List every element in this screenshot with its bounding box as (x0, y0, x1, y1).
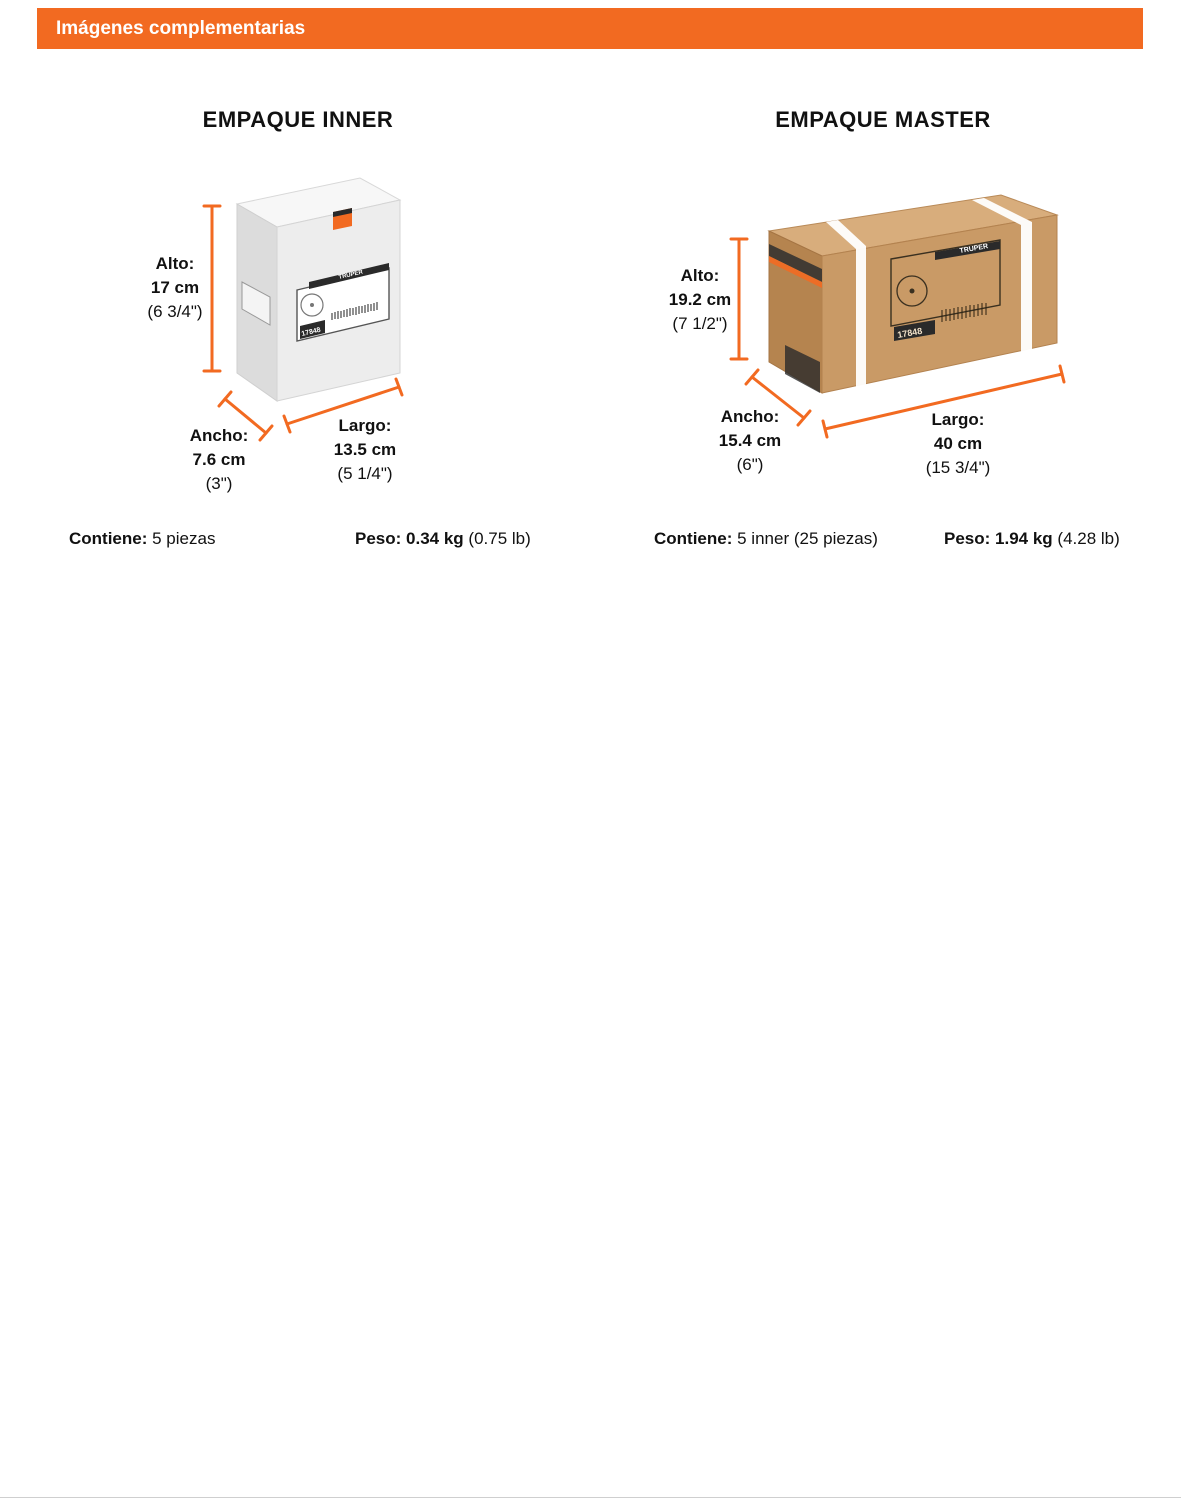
inner-title: EMPAQUE INNER (202, 107, 394, 132)
master-largo-metric: 40 cm (933, 434, 983, 453)
inner-dimension-lines (202, 204, 404, 442)
master-ancho-metric: 15.4 cm (718, 431, 782, 450)
inner-largo-imperial: (5 1/4") (337, 464, 393, 483)
master-ancho-imperial: (6") (736, 455, 764, 474)
master-dimension-lines (729, 237, 1066, 439)
master-largo-imperial: (15 3/4") (925, 458, 991, 477)
master-alto-metric: 19.2 cm (668, 290, 732, 309)
inner-largo-metric: 13.5 cm (333, 440, 397, 459)
master-ancho: Ancho: 15.4 cm (6") (700, 405, 800, 477)
master-peso-value: 1.94 kg (995, 529, 1053, 548)
inner-contiene-value: 5 piezas (152, 529, 216, 548)
inner-alto: Alto: 17 cm (6 3/4") (125, 252, 225, 324)
master-contiene-value: 5 inner (25 piezas) (737, 529, 878, 548)
inner-box-code: 17848 (301, 327, 322, 338)
master-peso-extra: (4.28 lb) (1057, 529, 1120, 548)
master-contiene-label: Contiene: (654, 529, 733, 548)
inner-alto-imperial: (6 3/4") (147, 302, 203, 321)
inner-largo: Largo: 13.5 cm (5 1/4") (315, 414, 415, 486)
inner-ancho-label: Ancho: (189, 426, 249, 445)
master-alto-imperial: (7 1/2") (672, 314, 728, 333)
master-alto: Alto: 19.2 cm (7 1/2") (650, 264, 750, 336)
inner-peso-label: Peso: (355, 529, 402, 548)
inner-contiene: Contiene: 5 piezas (69, 529, 215, 549)
master-peso-label: Peso: (944, 529, 991, 548)
inner-alto-metric: 17 cm (150, 278, 200, 297)
master-box-image: TRUPER 17848 (767, 194, 1059, 394)
inner-contiene-label: Contiene: (69, 529, 148, 548)
master-largo: Largo: 40 cm (15 3/4") (903, 408, 1013, 480)
inner-peso-extra: (0.75 lb) (468, 529, 531, 548)
master-ancho-label: Ancho: (720, 407, 780, 426)
inner-box-image: TRUPER 17848 (235, 177, 402, 402)
master-contiene: Contiene: 5 inner (25 piezas) (654, 529, 878, 549)
inner-ancho-imperial: (3") (205, 474, 233, 493)
inner-largo-label: Largo: (338, 416, 392, 435)
page-bottom-divider (0, 1497, 1181, 1498)
inner-peso-value: 0.34 kg (406, 529, 464, 548)
inner-peso: Peso: 0.34 kg (0.75 lb) (355, 529, 531, 549)
master-box-brand: TRUPER (959, 243, 989, 255)
inner-ancho: Ancho: 7.6 cm (3") (169, 424, 269, 496)
master-largo-label: Largo: (931, 410, 985, 429)
master-box-code: 17848 (897, 326, 923, 340)
inner-ancho-metric: 7.6 cm (192, 450, 246, 469)
master-peso: Peso: 1.94 kg (4.28 lb) (944, 529, 1120, 549)
master-alto-label: Alto: (680, 266, 720, 285)
inner-box-brand: TRUPER (338, 269, 364, 281)
section-header: Imágenes complementarias (37, 8, 1143, 49)
master-title: EMPAQUE MASTER (775, 107, 991, 132)
section-header-title: Imágenes complementarias (56, 18, 306, 39)
inner-alto-label: Alto: (155, 254, 195, 273)
